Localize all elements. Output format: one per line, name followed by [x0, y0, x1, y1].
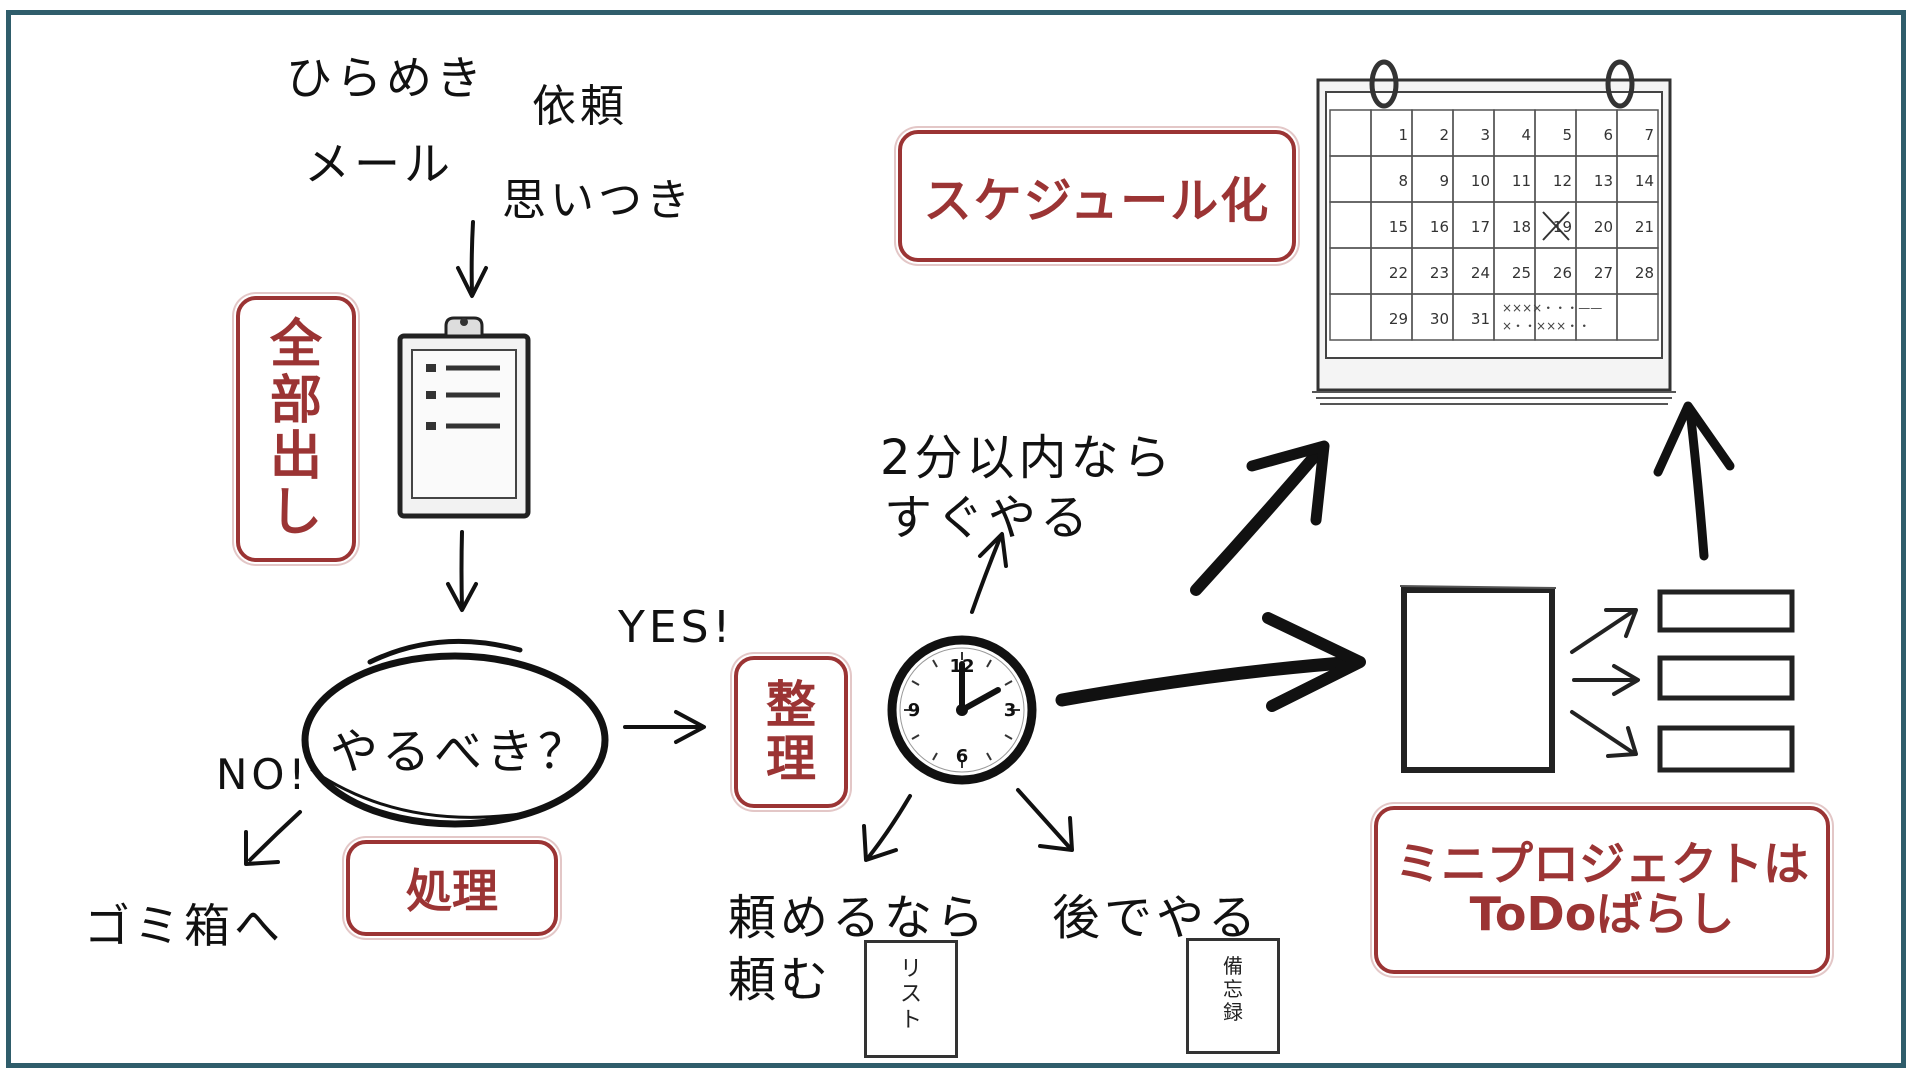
organize-box: 整 理: [734, 656, 848, 808]
clock-number-9: 9: [908, 700, 921, 721]
calendar-day: 25: [1512, 264, 1531, 282]
calendar-day: 14: [1635, 172, 1654, 190]
process-box: 処理: [346, 840, 558, 936]
input-thought: 思いつき: [502, 175, 694, 226]
collect-char-1: 全: [269, 314, 322, 375]
calendar-note: ××××・・・——: [1502, 301, 1602, 315]
calendar-day: 18: [1512, 218, 1531, 236]
calendar-day: 26: [1553, 264, 1572, 282]
delegate-line-1: 頼めるなら: [728, 890, 989, 946]
calendar-day: 6: [1603, 126, 1613, 144]
clipboard-icon: [397, 316, 531, 519]
arrow-clock-to-later: [1016, 788, 1074, 852]
organize-char-1: 整: [766, 676, 816, 734]
later-label: 後でやる: [1052, 890, 1261, 946]
memo-note-char-2: 忘: [1223, 977, 1243, 1001]
delegate-line-2: 頼む: [728, 952, 833, 1008]
mini-project-box: ミニプロジェクトは ToDoばらし: [1374, 806, 1830, 974]
clock-icon: 12 3 6 9: [887, 635, 1037, 785]
no-label: NO!: [216, 750, 310, 799]
calendar-day: 13: [1594, 172, 1613, 190]
calendar-day: 19: [1553, 218, 1572, 236]
clock-number-12: 12: [949, 656, 974, 677]
calendar-day: 12: [1553, 172, 1572, 190]
calendar-day: 17: [1471, 218, 1490, 236]
two-min-line-2: すぐやる: [884, 490, 1093, 546]
calendar-day: 30: [1430, 310, 1449, 328]
calendar-cross-mark: [1542, 211, 1570, 241]
calendar-day: 24: [1471, 264, 1490, 282]
arrow-clipboard-to-decision: [446, 530, 478, 612]
calendar-day: 10: [1471, 172, 1490, 190]
memo-list-char-1: リ: [899, 957, 922, 982]
calendar-day: 29: [1389, 310, 1408, 328]
calendar-day: 11: [1512, 172, 1531, 190]
calendar-day: 22: [1389, 264, 1408, 282]
input-mail: メール: [304, 137, 454, 191]
mini-project-line-2: ToDoばらし: [1469, 887, 1735, 941]
trash-label: ゴミ箱へ: [84, 899, 284, 953]
arrow-clock-to-two-min: [970, 532, 1008, 614]
calendar-day: 4: [1521, 126, 1531, 144]
collect-char-3: 出: [269, 427, 322, 487]
input-idea: ひらめき: [286, 51, 486, 105]
memo-list-char-2: ス: [899, 982, 922, 1008]
calendar-day: 7: [1644, 126, 1654, 144]
arrow-clock-to-delegate: [862, 794, 912, 862]
todo-bars: [1657, 589, 1795, 773]
organize-char-2: 理: [766, 730, 816, 788]
arrow-inputs-to-clipboard: [456, 220, 488, 298]
calendar-day: 1: [1398, 126, 1408, 144]
collect-char-4: し: [269, 483, 322, 544]
arrow-clock-to-mini-project: [1055, 612, 1366, 712]
calendar-day: 21: [1635, 218, 1654, 236]
calendar-day: 28: [1635, 264, 1654, 282]
arrow-decision-to-organize: [623, 710, 706, 744]
calendar-cell: [1616, 293, 1659, 341]
calendar-day: 5: [1562, 126, 1572, 144]
calendar-day: 2: [1439, 126, 1449, 144]
schedule-box: スケジュール化: [898, 130, 1296, 262]
calendar-day: 16: [1430, 218, 1449, 236]
calendar-day: 20: [1594, 218, 1613, 236]
arrow-to-calendar: [1190, 440, 1330, 596]
mini-project-line-1: ミニプロジェクトは: [1395, 837, 1809, 892]
collect-char-2: 部: [269, 370, 322, 431]
split-arrows: [1570, 608, 1640, 758]
clock-number-6: 6: [956, 746, 969, 767]
decision-question: やるべき？: [330, 724, 591, 780]
calendar-day: 23: [1430, 264, 1449, 282]
collect-box: 全 部 出 し: [236, 296, 356, 562]
memo-list: リ ス ト: [864, 940, 958, 1058]
calendar-day: 31: [1471, 310, 1490, 328]
memo-note-char-3: 録: [1223, 1000, 1243, 1024]
calendar-day: 9: [1439, 172, 1449, 190]
decision-ellipse: [301, 638, 609, 828]
memo-note: 備 忘 録: [1186, 938, 1280, 1054]
two-min-line-1: 2分以内なら: [880, 430, 1175, 486]
calendar-day: 8: [1398, 172, 1408, 190]
input-request: 依頼: [532, 81, 628, 132]
memo-list-char-3: ト: [899, 1007, 922, 1033]
project-page-icon: [1399, 585, 1557, 773]
calendar-day: 15: [1389, 218, 1408, 236]
clock-number-3: 3: [1004, 700, 1017, 721]
calendar-day: 3: [1480, 126, 1490, 144]
calendar-day: 27: [1594, 264, 1613, 282]
yes-label: YES!: [618, 602, 735, 653]
arrow-decision-to-trash: [244, 810, 302, 866]
calendar-note: ×・・×××・・: [1502, 319, 1590, 333]
arrow-mini-project-to-calendar: [1653, 401, 1735, 561]
memo-note-char-1: 備: [1223, 954, 1243, 978]
